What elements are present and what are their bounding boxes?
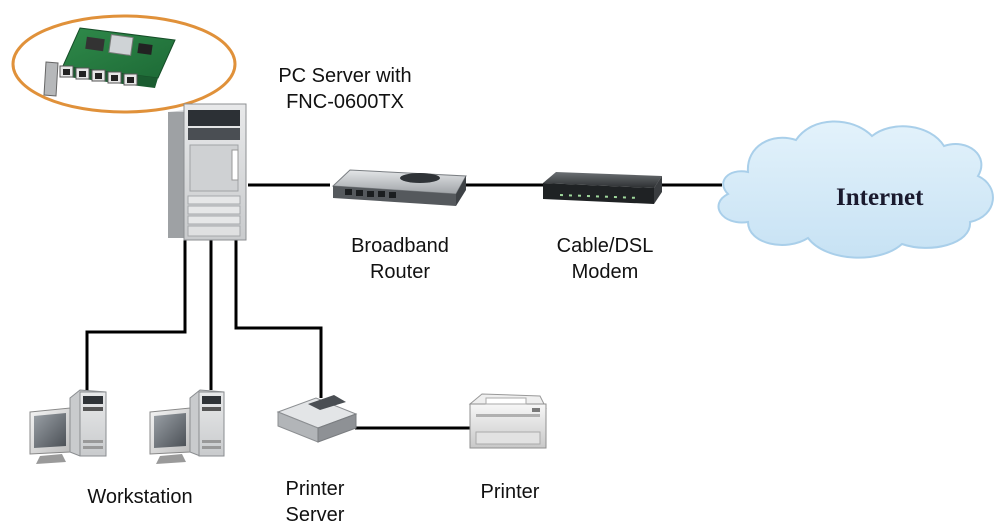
router-label-line2: Router [369,261,431,283]
pc-server-label-line1: PC Server with [278,65,412,87]
pc-server-label: PC Server with FNC-0600TX [250,63,440,115]
desktop-computer-icon-2[interactable] [149,389,225,464]
printer-server-label-line2: Server [285,504,345,526]
tower-server-icon[interactable] [168,103,247,241]
printer-server-label: Printer Server [250,476,380,528]
cable-server-printer-server [234,240,323,398]
router-icon[interactable] [331,169,467,206]
modem-label-line2: Modem [571,261,639,283]
modem-icon[interactable] [543,172,662,204]
router-label: Broadband Router [325,233,475,285]
pc-server-label-line2: FNC-0600TX [286,91,404,113]
printer-label: Printer [480,481,540,503]
network-card-icon [11,14,237,114]
router-label-line1: Broadband [351,235,449,257]
highlight-ellipse [11,14,237,114]
modem-label-line1: Cable/DSL [556,235,654,257]
print-server-icon[interactable] [276,395,358,443]
cable-server-workstation-1 [85,240,187,392]
workstation-label: Workstation [87,486,193,508]
desktop-computer-icon[interactable] [29,389,107,464]
laser-printer-icon[interactable] [468,393,547,449]
cloud-icon [717,120,994,259]
network-cables [85,183,722,430]
internet-label: Internet [836,184,924,211]
printer-server-label-line1: Printer [285,478,345,500]
modem-label: Cable/DSL Modem [530,233,680,285]
